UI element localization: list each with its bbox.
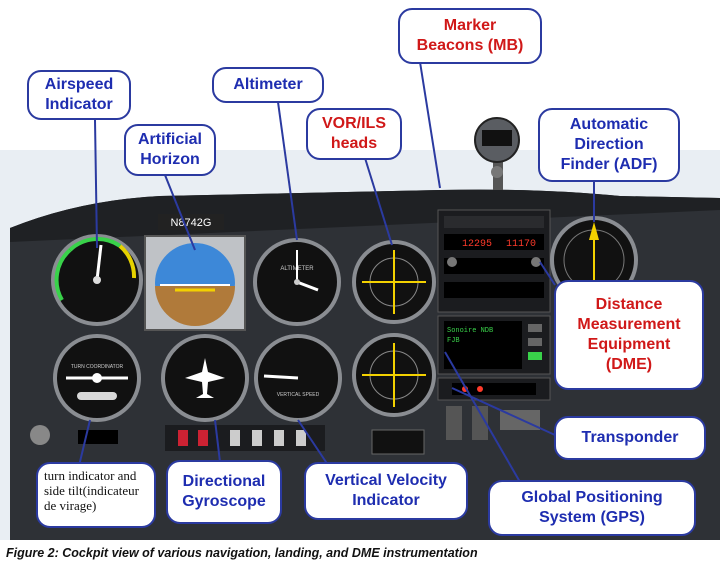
directional-gyro xyxy=(161,334,249,422)
comm-frequency: 12295 xyxy=(462,239,492,250)
gps-unit: Sonoire NDB FJB xyxy=(437,315,551,375)
turn-face-label: TURN COORDINATOR xyxy=(71,364,124,370)
leader-lines xyxy=(77,61,595,483)
figure-caption: Figure 2: Cockpit view of various naviga… xyxy=(6,546,478,560)
radio-stack: 12295 11170 xyxy=(437,209,551,313)
gps-line-2: FJB xyxy=(447,337,460,345)
artificial-horizon-callout: Artificial Horizon xyxy=(124,124,216,176)
marker-beacons-callout: Marker Beacons (MB) xyxy=(398,8,542,64)
vor-ils-head-1 xyxy=(352,240,436,324)
altimeter: ALTIMETER xyxy=(253,238,341,326)
vsi-face-label: VERTICAL SPEED xyxy=(277,392,320,398)
nav-frequency: 11170 xyxy=(506,239,536,250)
magnetic-compass xyxy=(474,117,520,190)
vertical-velocity-callout: Vertical Velocity Indicator xyxy=(304,462,468,520)
turn-coordinator: TURN COORDINATOR xyxy=(53,334,141,422)
airspeed-indicator xyxy=(51,234,143,326)
gps-line-1: Sonoire NDB xyxy=(447,327,493,335)
altimeter-callout: Altimeter xyxy=(212,67,324,103)
vor-ils-callout: VOR/ILS heads xyxy=(306,108,402,160)
switch-panel xyxy=(30,406,540,455)
transponder-callout: Transponder xyxy=(554,416,706,460)
adf-callout: Automatic Direction Finder (ADF) xyxy=(538,108,680,182)
airspeed-indicator-callout: Airspeed Indicator xyxy=(27,70,131,120)
turn-indicator-callout: turn indicator and side tilt(indicateur … xyxy=(36,462,156,528)
tail-number: N8742G xyxy=(171,217,212,229)
directional-gyroscope-callout: Directional Gyroscope xyxy=(166,460,282,524)
artificial-horizon: N8742G xyxy=(144,214,246,331)
dme-callout: Distance Measurement Equipment (DME) xyxy=(554,280,704,390)
gps-callout: Global Positioning System (GPS) xyxy=(488,480,696,536)
vor-ils-head-2 xyxy=(352,333,436,417)
vertical-speed-indicator: VERTICAL SPEED xyxy=(254,334,342,422)
